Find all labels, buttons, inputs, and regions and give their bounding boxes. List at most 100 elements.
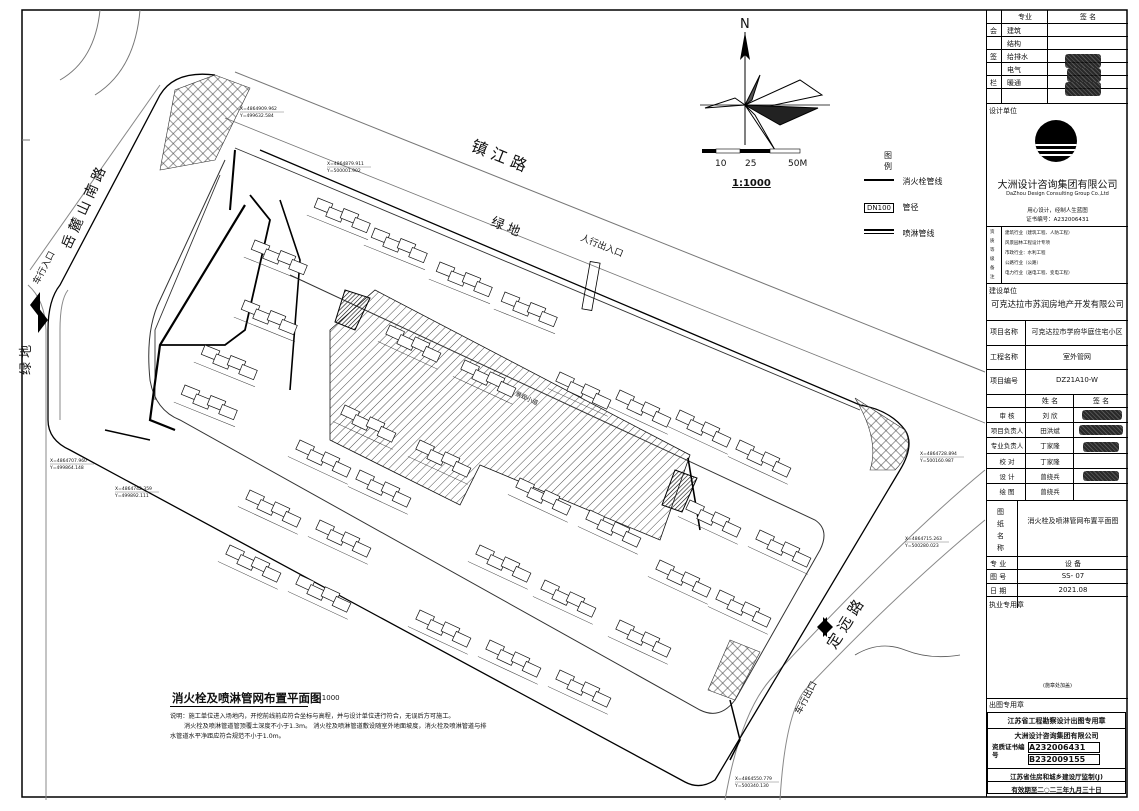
countersign-header: 专业	[1018, 13, 1032, 21]
legend-label: 喷淋管线	[902, 229, 935, 238]
people-name: 田洪斌	[1040, 427, 1060, 436]
ped-entrance-label: 人行出入口	[579, 232, 625, 260]
entrance-arrow	[30, 292, 40, 318]
signature	[1083, 442, 1119, 452]
company-logo-icon	[1035, 120, 1077, 162]
exit-arrow	[823, 617, 833, 637]
building	[407, 439, 472, 485]
countersign-header: 签 名	[1079, 13, 1097, 21]
design-unit-label: 设计单位	[989, 107, 1017, 115]
company-name-en: DaZhou Design Consulting Group Co.,Ltd	[1006, 191, 1109, 197]
project-row-value: 可克达拉市学府华庭住宅小区	[1031, 328, 1123, 336]
building	[493, 291, 558, 335]
stamp-line: 资质证书编号	[992, 743, 1025, 759]
people-role: 绘 图	[999, 488, 1015, 496]
road-edge	[854, 645, 961, 658]
pipe-size-symbol: DN100	[864, 203, 894, 213]
coordinate-label: X=4864715.263	[905, 536, 942, 542]
scale-ratio: 1:1000	[732, 178, 771, 189]
building	[532, 579, 597, 625]
scale-bar: 10 25 50M 1:1000	[702, 148, 807, 189]
project-row-label: 项目名称	[990, 328, 1018, 336]
qualification-side-char: 质	[990, 239, 995, 244]
meta-label: 图 号	[990, 573, 1007, 582]
coordinate-label: Y=500160.987	[919, 458, 954, 464]
meta-value: SS- 07	[1061, 572, 1085, 581]
road-edge	[224, 117, 986, 424]
project-row-label: 项目编号	[990, 377, 1018, 386]
stamp-line: 有效期至二○二三年九月三十日	[988, 781, 1125, 794]
building	[647, 559, 712, 605]
row-divider	[987, 437, 1128, 439]
people-header: 姓 名	[1041, 397, 1059, 405]
fire-hydrant-pipe	[104, 429, 151, 441]
road-edge	[234, 71, 986, 373]
coordinate-label: Y=500001.902	[326, 168, 361, 174]
signature	[1079, 425, 1123, 435]
inner-road	[154, 174, 221, 400]
building	[287, 439, 352, 485]
sprinkler-pipe	[229, 149, 236, 211]
building	[377, 324, 442, 370]
qualification-item: 公路行业（公路）	[1005, 261, 1041, 266]
coordinate-label: X=4864909.962	[240, 106, 277, 112]
countersign-row: 电气	[1007, 66, 1021, 74]
qualification-side-char: 备	[990, 266, 995, 271]
legend-item: 喷淋管线	[864, 228, 984, 239]
row-divider	[987, 422, 1128, 424]
people-name: 丁家隆	[1040, 457, 1060, 466]
road-edge	[59, 9, 101, 81]
scale-tick: 10	[715, 159, 727, 169]
coordinate-label: Y=500280.023	[904, 543, 939, 549]
inner-road	[234, 147, 861, 411]
people-role: 项目负责人	[990, 427, 1024, 436]
qualification-side: 资质等级备注	[990, 228, 1000, 282]
project-row-label: 工程名称	[990, 352, 1018, 361]
row-divider	[987, 344, 1128, 346]
building	[667, 409, 732, 455]
stamp-line: 大洲设计咨询集团有限公司	[988, 728, 1125, 741]
legend-item: DN100 管径	[864, 202, 984, 213]
seal-label: 执业专用章	[989, 601, 1024, 609]
building	[747, 529, 812, 575]
notes: 说明：施工单位进入场地内，开挖前线前应符合坐标与高程，并与设计单位进行符合，无误…	[170, 712, 510, 742]
building	[507, 477, 572, 523]
legend-title: 图例	[884, 151, 892, 171]
drawing-name-label: 图纸名称	[997, 506, 1011, 554]
company-slogan: 用心设计，经制人生蓝图	[1027, 208, 1088, 214]
coordinate-label: X=4864550.779	[735, 776, 772, 782]
legend-item: 消火栓管线	[864, 176, 984, 187]
fire-hydrant-pipe	[279, 199, 301, 391]
project-row-value: 室外管网	[1063, 352, 1091, 361]
signature	[1083, 471, 1119, 481]
coordinate-label: Y=499632.584	[239, 113, 274, 119]
road-edge	[29, 84, 161, 271]
building	[332, 404, 397, 450]
note-line: 说明：施工单位进入场地内，开挖前线前应符合坐标与高程，并与设计单位进行符合，无误…	[170, 713, 455, 720]
road-edge	[94, 9, 141, 96]
sprinkler-pipe	[160, 194, 271, 346]
project-row-value: DZ21A10-W	[1056, 376, 1098, 385]
building	[547, 669, 612, 715]
coordinate-label: Y=499892.111	[114, 493, 149, 499]
ramp-south	[661, 469, 698, 513]
building	[547, 371, 612, 417]
coordinate-label: Y=499864.148	[49, 465, 84, 471]
meta-value: 2021.08	[1058, 585, 1088, 594]
stamp-line: 江苏省工程勘察设计出图专用章	[1007, 717, 1106, 725]
green-label-north: 绿 地	[489, 215, 523, 240]
legend-label: 消火栓管线	[902, 177, 943, 186]
green-label-west: 绿 地	[19, 345, 34, 375]
building	[233, 299, 298, 343]
building	[607, 389, 672, 435]
people-role: 审 核	[999, 412, 1015, 420]
meta-label: 日 期	[990, 586, 1007, 595]
drawing-name-label-char: 图	[997, 508, 1004, 516]
qualification-list: 建筑行业（建筑工程、人防工程）风景园林工程设计专项市政行业：水利工程公路行业（公…	[1005, 229, 1127, 279]
car-entrance-label: 车行入口	[30, 249, 58, 286]
car-exit-label: 车行出口	[792, 679, 820, 716]
row-divider	[987, 467, 1128, 469]
signature	[1065, 54, 1101, 68]
building	[307, 519, 372, 565]
